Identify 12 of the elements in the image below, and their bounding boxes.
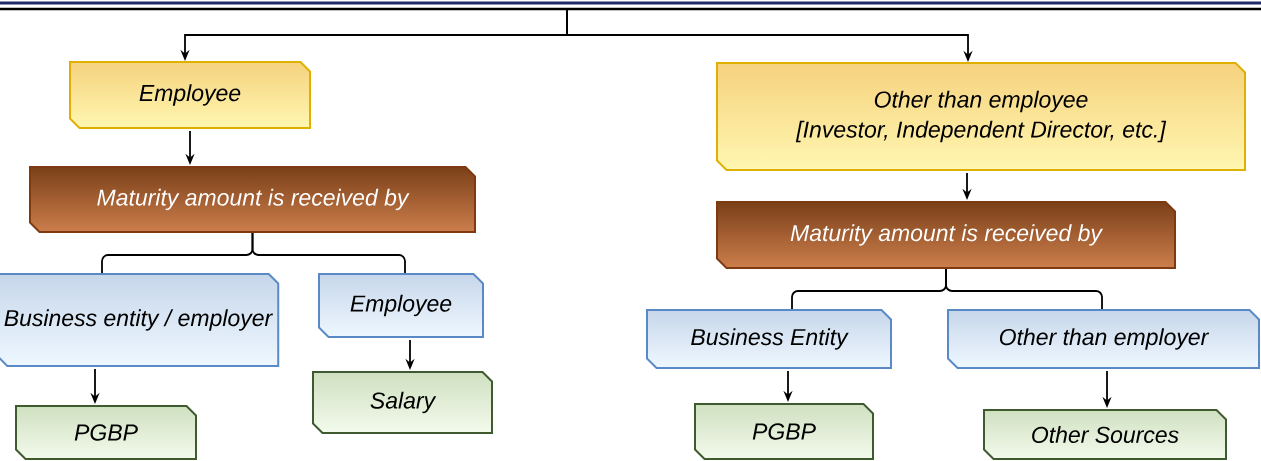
recipient-box: Business Entity <box>646 309 892 369</box>
income-head-box: PGBP <box>694 403 874 460</box>
income-head-box: PGBP <box>15 405 197 460</box>
recipient-box: Employee <box>318 273 484 338</box>
heading-box: Maturity amount is received by <box>716 201 1176 269</box>
income-head-box: Other Sources <box>983 409 1227 460</box>
recipient-box: Other than employer <box>947 309 1260 369</box>
income-head-box: Salary <box>312 371 493 434</box>
category-box: Employee <box>69 61 311 129</box>
heading-box: Maturity amount is received by <box>29 166 476 233</box>
category-box: Other than employee [Investor, Independent Director, etc.] <box>716 62 1246 171</box>
recipient-box: Business entity / employer <box>0 273 280 367</box>
